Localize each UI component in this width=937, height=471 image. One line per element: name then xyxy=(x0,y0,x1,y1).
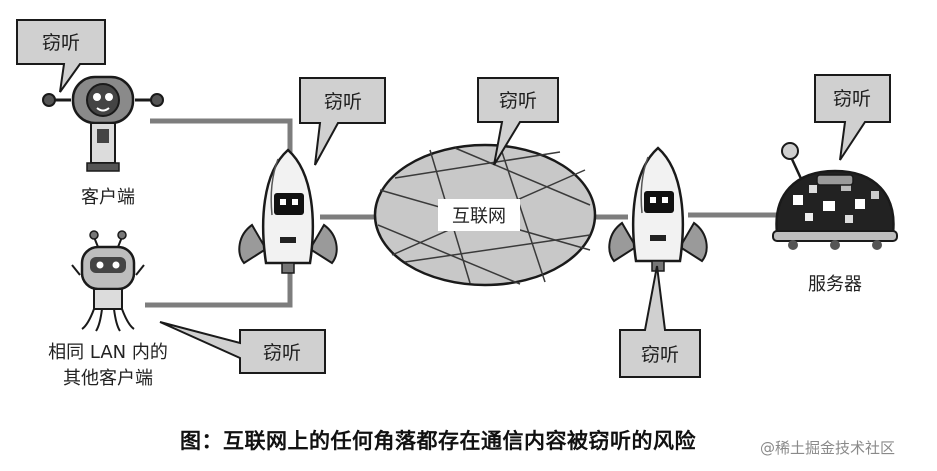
eavesdrop-bubble-internet: 窃听 xyxy=(477,77,559,166)
eavesdrop-bubble-router-right-text: 窃听 xyxy=(641,344,679,366)
internet-label: 互联网 xyxy=(452,206,506,227)
client-label: 客户端 xyxy=(81,187,135,208)
eavesdrop-bubble-router-left: 窃听 xyxy=(299,77,386,166)
client-robot-icon xyxy=(42,75,164,172)
eavesdrop-bubble-router-right: 窃听 xyxy=(619,265,701,378)
eavesdrop-bubble-lan-text: 窃听 xyxy=(263,342,301,364)
eavesdrop-bubble-server: 窃听 xyxy=(814,74,891,161)
eavesdrop-bubble-client-text: 窃听 xyxy=(42,32,80,54)
server-label: 服务器 xyxy=(808,274,862,295)
server-icon xyxy=(772,142,898,250)
lan-client-label-line1: 相同 LAN 内的 xyxy=(48,342,168,363)
eavesdrop-bubble-internet-text: 窃听 xyxy=(499,90,537,112)
watermark: @稀土掘金技术社区 xyxy=(760,439,896,457)
router-right-icon xyxy=(608,146,708,272)
internet-cloud: 互联网 xyxy=(373,143,597,287)
lan-client-robot-icon xyxy=(71,230,145,332)
eavesdrop-bubble-server-text: 窃听 xyxy=(833,88,871,110)
figure-caption: 图：互联网上的任何角落都存在通信内容被窃听的风险 xyxy=(180,429,696,453)
eavesdrop-bubble-router-left-text: 窃听 xyxy=(324,91,362,113)
eavesdrop-bubble-lan: 窃听 xyxy=(159,321,326,374)
router-left-icon xyxy=(238,148,338,274)
lan-client-label-line2: 其他客户端 xyxy=(63,368,153,389)
eavesdrop-bubble-client: 窃听 xyxy=(16,19,106,93)
